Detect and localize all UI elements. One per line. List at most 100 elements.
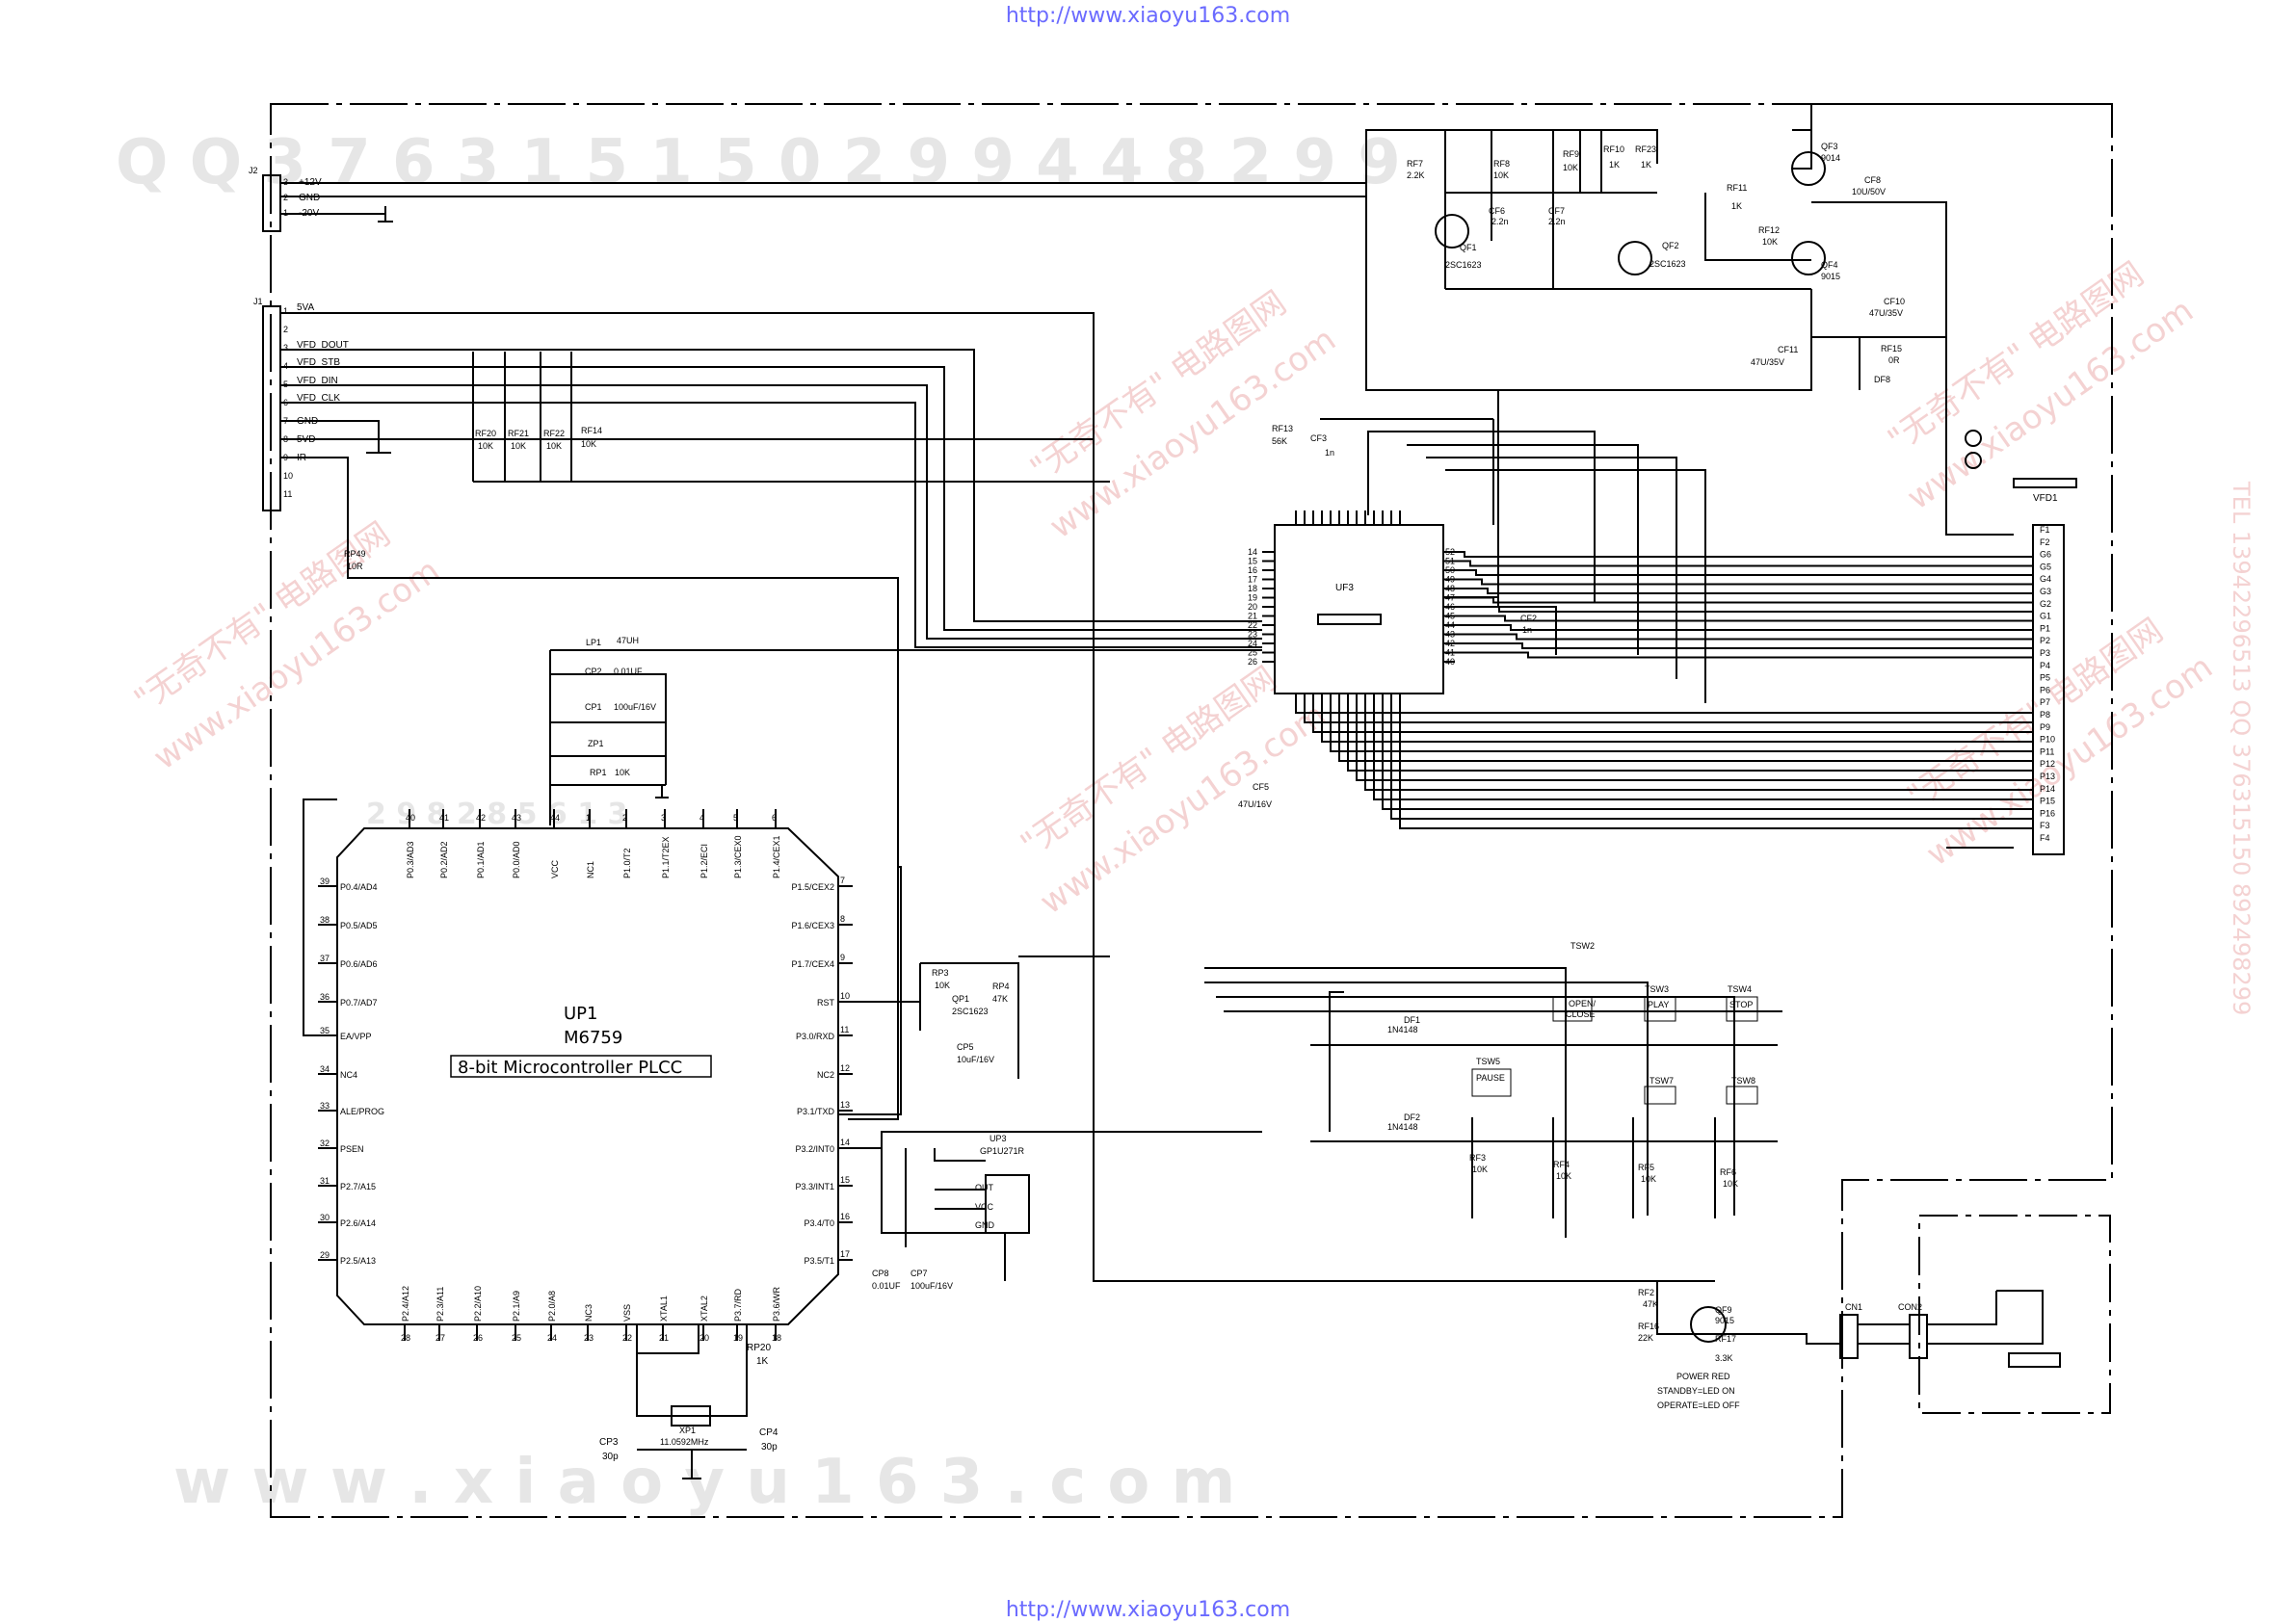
uf3-pin-num: 48: [1445, 584, 1455, 593]
mcu-pin-label: RST: [817, 998, 835, 1008]
mcu-pin-num: 26: [473, 1333, 483, 1343]
mcu-pin-num: 19: [733, 1333, 743, 1343]
footer-url[interactable]: http://www.xiaoyu163.com: [1005, 1598, 1291, 1622]
vfd-pin-label: G1: [2040, 612, 2051, 621]
vfd-pin-label: P8: [2040, 710, 2050, 720]
up3-val: GP1U271R: [980, 1146, 1025, 1156]
rf11-ref: RF11: [1727, 183, 1747, 193]
rf2-val: 47K: [1643, 1299, 1658, 1309]
mcu-pin-label: P1.5/CEX2: [791, 882, 834, 892]
tsw5-ref: TSW5: [1476, 1057, 1500, 1066]
j1-pin: 3: [283, 343, 288, 353]
qf3-val: 9014: [1821, 153, 1840, 163]
xp1-ref: XP1: [679, 1426, 696, 1435]
rf17-ref: RF17: [1715, 1334, 1736, 1344]
tsw4-ref: TSW4: [1728, 984, 1752, 994]
cf8-val: 10U/50V: [1852, 187, 1886, 196]
mcu-pin-label: P2.1/A9: [512, 1291, 521, 1322]
mcu-pin-label: P3.7/RD: [733, 1288, 743, 1322]
rf22-ref: RF22: [543, 429, 565, 438]
rf23-val: 1K: [1641, 160, 1651, 170]
mcu-pin-label: P1.6/CEX3: [791, 921, 834, 930]
mcu-pin-num: 31: [320, 1176, 330, 1186]
cf10-ref: CF10: [1884, 297, 1905, 306]
rf13-ref: RF13: [1272, 424, 1293, 433]
uf3-pin-num: 44: [1445, 620, 1455, 630]
qf1-val: 2SC1623: [1445, 260, 1482, 270]
tsw2-label-open: OPEN/: [1569, 999, 1597, 1008]
cp1-ref: CP1: [585, 702, 602, 712]
rp4-val: 47K: [992, 994, 1008, 1004]
df2-val: 1N4148: [1387, 1122, 1418, 1132]
header-url[interactable]: http://www.xiaoyu163.com: [1005, 4, 1291, 28]
rf9-val: 10K: [1563, 163, 1578, 172]
mcu-pin-num: 36: [320, 992, 330, 1002]
mcu-pin-num: 22: [622, 1333, 632, 1343]
mcu-pin-label: PSEN: [340, 1144, 364, 1154]
uf3-pin-num: 19: [1248, 593, 1257, 603]
j1-pin: 1: [283, 306, 288, 316]
mcu-pin-label: P0.2/AD2: [439, 841, 449, 878]
power-led-line1: POWER RED: [1676, 1372, 1730, 1381]
uf3-pin-num: 16: [1248, 565, 1257, 575]
uf3-pin-num: 50: [1445, 565, 1455, 575]
uf3-ref: UF3: [1335, 583, 1354, 593]
cf5-val: 47U/16V: [1238, 799, 1272, 809]
zp1-ref: ZP1: [588, 739, 604, 748]
tsw7-ref: TSW7: [1649, 1076, 1674, 1086]
j1-net: VFD_DIN: [297, 376, 338, 386]
j2-pin: 3: [283, 177, 288, 187]
mcu-pin-num: 4: [699, 813, 704, 823]
power-led-line3: OPERATE=LED OFF: [1657, 1400, 1740, 1410]
mcu-pin-label: P2.4/A12: [401, 1286, 410, 1322]
mcu-pin-num: 32: [320, 1139, 330, 1148]
vfd-pin-label: P2: [2040, 636, 2050, 645]
mcu-pin-label: P0.6/AD6: [340, 959, 378, 969]
mcu-pin-num: 43: [512, 813, 521, 823]
cf11-val: 47U/35V: [1751, 357, 1784, 367]
j1-pin: 4: [283, 361, 288, 371]
lp1-val: 47UH: [617, 636, 639, 645]
qf4-val: 9015: [1821, 272, 1840, 281]
j1-pin: 5: [283, 380, 288, 389]
qf2-val: 2SC1623: [1649, 259, 1686, 269]
mcu-pin-num: 35: [320, 1026, 330, 1035]
qp1-val: 2SC1623: [952, 1007, 989, 1016]
cf6-ref: CF6: [1489, 206, 1505, 216]
rf20-ref: RF20: [475, 429, 496, 438]
mcu-pin-label: NC1: [586, 861, 595, 878]
mcu-pin-num: 34: [320, 1064, 330, 1074]
mcu-pin-label: NC4: [340, 1070, 357, 1080]
uf3-pin-num: 40: [1445, 657, 1455, 667]
cp2-val: 0.01UF: [614, 667, 643, 676]
rp49-ref: RP49: [344, 549, 366, 559]
mcu-pin-num: 16: [840, 1212, 850, 1221]
mcu-pin-num: 3: [661, 813, 666, 823]
rf15-val: 0R: [1888, 355, 1900, 365]
mcu-part: M6759: [564, 1028, 622, 1048]
vfd-pin-label: P5: [2040, 673, 2050, 683]
mcu-pin-num: 42: [476, 813, 486, 823]
qf9-val: 9015: [1715, 1316, 1734, 1325]
uf3-pin-num: 14: [1248, 547, 1257, 557]
mcu-pin-num: 9: [840, 953, 845, 962]
j1-net: VFD_DOUT: [297, 340, 349, 351]
mcu-pin-label: P1.3/CEX0: [733, 835, 743, 878]
rp20-val: 1K: [756, 1356, 769, 1367]
mcu-pin-num: 10: [840, 991, 850, 1001]
tsw2-label-close: CLOSE: [1566, 1009, 1596, 1019]
mcu-up1: UP1 M6759 8-bit Microcontroller PLCC 40P…: [320, 813, 850, 1343]
cp2-ref: CP2: [585, 667, 602, 676]
cp8-ref: CP8: [872, 1269, 889, 1278]
j1-pin: 2: [283, 325, 288, 334]
mcu-pin-label: P1.7/CEX4: [791, 959, 834, 969]
vfd-pin-label: F2: [2040, 537, 2050, 547]
vfd-pin-label: F4: [2040, 833, 2050, 843]
j2-pin: 2: [283, 193, 288, 202]
cp5-ref: CP5: [957, 1042, 974, 1052]
xp1-val: 11.0592MHz: [660, 1437, 709, 1447]
mcu-pin-label: P3.0/RXD: [796, 1032, 835, 1041]
rf16-val: 22K: [1638, 1333, 1653, 1343]
mcu-pin-num: 40: [406, 813, 415, 823]
rf23-ref: RF23: [1635, 144, 1656, 154]
